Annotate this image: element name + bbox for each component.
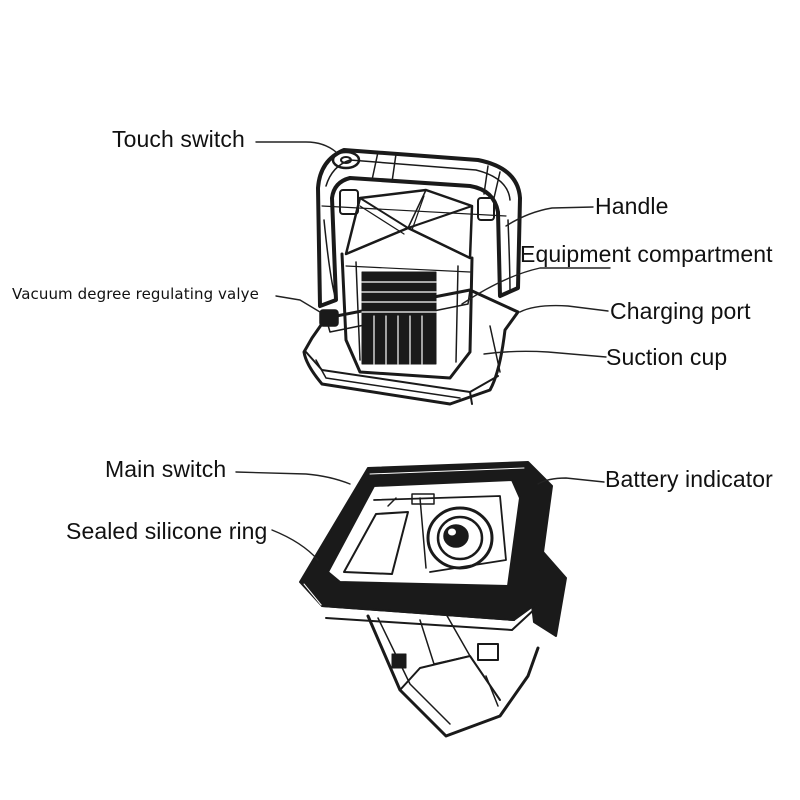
equipment-compartment-drawing bbox=[340, 188, 474, 380]
suction-port bbox=[426, 506, 494, 570]
bottom-body bbox=[366, 613, 540, 738]
label-vacuum-valve: Vacuum degree regulating valye bbox=[12, 285, 259, 303]
touch-switch-button bbox=[331, 150, 361, 170]
label-sealed-silicone-ring: Sealed silicone ring bbox=[66, 518, 268, 544]
label-charging-port: Charging port bbox=[610, 298, 751, 324]
leader-lines bbox=[235, 141, 611, 561]
vent-grille bbox=[361, 271, 437, 365]
label-battery-indicator: Battery indicator bbox=[605, 466, 773, 492]
top-device-drawing bbox=[302, 148, 522, 406]
label-handle: Handle bbox=[595, 193, 669, 219]
vacuum-valve-knob bbox=[319, 309, 339, 327]
label-touch-switch: Touch switch bbox=[112, 126, 245, 152]
label-suction-cup: Suction cup bbox=[606, 344, 728, 370]
sealed-ring-frame bbox=[299, 461, 553, 631]
bottom-device-drawing bbox=[299, 461, 567, 738]
label-main-switch: Main switch bbox=[105, 456, 227, 482]
label-equipment-compartment: Equipment compartment bbox=[520, 241, 773, 267]
